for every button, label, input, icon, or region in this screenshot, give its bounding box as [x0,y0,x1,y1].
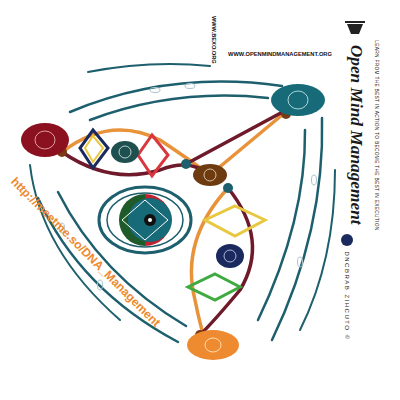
website-label: WWW.OPENMINDMANAGEMENT.ORG [228,52,332,58]
tagline: LEARN FROM THE BEST IN ACTION TO BECOME … [373,40,378,230]
footer-label: DNCBRAB ZIHCUTO © [344,251,350,340]
website-label: WWW.BEXO.ORG [210,16,216,64]
brand-title: Open Mind Management [347,45,364,225]
